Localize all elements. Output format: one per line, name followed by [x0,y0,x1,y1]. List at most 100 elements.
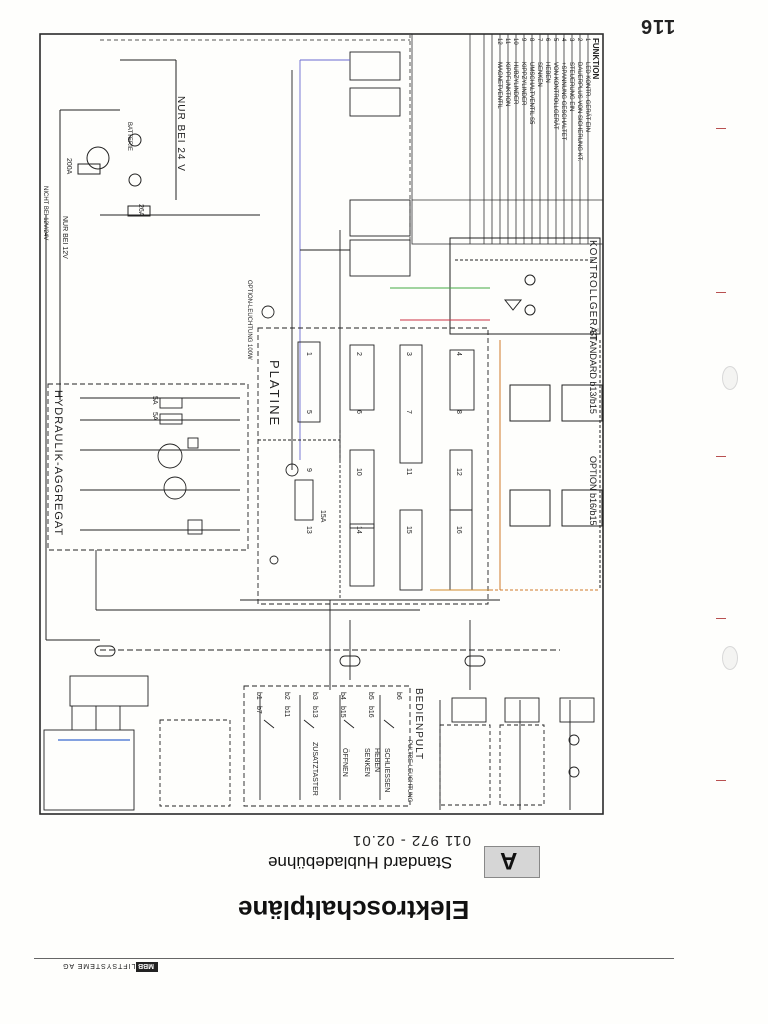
contact-label: b5 [367,692,374,700]
fuse-5a-label-2: 5A [151,412,158,421]
platine-terminal: 1 [305,352,312,356]
bedienpult-section [243,685,411,807]
bus-lines [94,599,571,810]
platine-terminal: 14 [355,526,362,534]
platine-terminal: 9 [305,468,312,472]
heben-label: HEBEN [373,748,380,773]
battery-label: BATTERIE [126,122,132,151]
platine-label: PLATINE [267,360,282,428]
platine-terminal: 11 [405,468,412,476]
function-row-number: 6 [544,38,550,42]
hydraulik-label: HYDRAULIK-AGGREGAT [52,390,64,537]
page-title: Elektroschaltpläne [238,895,470,925]
contact-label: b1 [255,692,262,700]
platine-terminal: 15 [405,526,412,534]
supply-note: NUR BEI 24 V [175,96,186,172]
function-row-text: KIPPFUNKTION [504,62,510,107]
contact-label: b4 [339,692,346,700]
function-row-number: 1 [584,38,590,42]
contact-label: b16 [367,706,374,718]
contact-label: b11 [283,706,290,718]
platine-terminal: 8 [455,410,462,414]
oeffnen-label: ÖFFNEN [341,748,348,777]
contact-label: b6 [395,692,402,700]
fuse-5a-label-1: 5A [151,396,158,405]
function-row-number: 5 [552,38,558,42]
margin-mark [716,128,726,129]
function-row-number: 11 [504,38,510,45]
function-row-number: 12 [496,38,502,45]
pultbeleuchtung-label: PULTBE-LEUCHTUNG [406,740,412,803]
fuse-main-label: 200A [65,158,72,175]
platine-board [257,305,489,605]
brand-text: MBB [138,962,154,969]
contact-label: b13 [311,706,318,718]
schliessen-label: SCHLIESSEN [383,748,390,793]
function-row-text: HUBZYLINDER [512,62,518,105]
function-row-text: MAGNETVENTIL [496,62,502,109]
function-row-number: 3 [568,38,574,42]
kontrollgeraet-box [449,237,601,335]
platine-terminal: 13 [305,526,312,534]
function-row-text: UMSCHALTVENTIL S5 [528,62,534,125]
platine-terminal: 2 [355,352,362,356]
platine-terminal: 3 [405,352,412,356]
footer-rule [34,958,674,959]
function-table-header: FUNKTION [591,38,600,80]
function-row-text: VON KONTROLLGERÄT [552,62,558,130]
function-row-number: 8 [528,38,534,42]
platine-terminal: 5 [305,410,312,414]
relay-section [291,51,411,470]
function-row-text: LED KONTR. GERÄT EIN [584,62,590,132]
supply-note-not12v: NICHT BEI 12V/24V [42,186,48,241]
margin-mark [716,292,726,293]
senken-label: SENKEN [363,748,370,777]
kontrollgeraet-label: KONTROLLGERÄT [587,240,598,342]
bottom-left-relay [43,675,231,811]
bedienpult-label: BEDIENPULT [413,688,424,761]
contact-label: b3 [311,692,318,700]
punch-hole [722,646,738,670]
function-row-text: DAUERPLUS VON SICHERUNG KT. [576,62,582,162]
punch-hole [722,366,738,390]
platine-terminal: 16 [455,526,462,534]
section-letter-box [484,846,540,878]
function-row-text: SENKEN [536,62,542,87]
fuse-26-label: 26A [137,204,144,217]
platine-terminal: 12 [455,468,462,476]
standard-label: STANDARD b13/b15 [588,330,598,414]
margin-mark [716,780,726,781]
hydraulik-section [47,383,420,611]
company-name: LIFTSYSTEME AG [62,962,136,969]
contact-label: b7 [255,706,262,714]
margin-mark [716,456,726,457]
subtitle: Standard Hubladebühne [268,853,453,872]
platine-terminal: 6 [355,410,362,414]
margin-mark [716,618,726,619]
function-table [411,33,604,245]
function-row-number: 10 [512,38,518,45]
function-row-text: +SPANNUNG GESCHALTET [560,62,566,141]
fuse-15a-label: 15A [319,510,326,523]
function-row-number: 7 [536,38,542,42]
platine-terminal: 7 [405,410,412,414]
function-row-text: STEUERUNG EIN [568,62,574,112]
contact-label: b2 [283,692,290,700]
sensor-boxes [490,340,603,591]
option-leuchte-label: OPTION-LEUCHTUNG 100W [246,280,252,360]
function-row-number: 9 [520,38,526,42]
foot-switch-section [439,697,595,806]
platine-terminal: 4 [455,352,462,356]
contact-label: b15 [339,706,346,718]
doc-number: 011 972 - 02.01 [352,832,471,849]
function-row-text: HEBEN [544,62,550,83]
option-label: OPTION b16/b15 [588,456,598,526]
function-row-text: KIPPZYLINDER [520,62,526,106]
function-row-number: 4 [560,38,566,42]
section-letter: A [500,847,518,874]
supply-section [45,59,260,641]
diagram-border [39,33,604,815]
supply-note-12v: NUR BEI 12V [61,216,68,259]
